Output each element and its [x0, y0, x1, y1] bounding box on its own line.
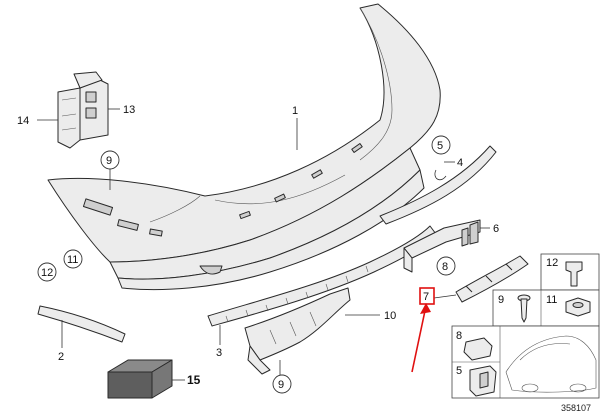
lower-reinforcement[interactable]: [244, 287, 351, 375]
car-silhouette: [505, 335, 597, 393]
callout-11-left: 11: [67, 254, 78, 266]
side-bracket[interactable]: [403, 219, 481, 273]
callout-3: 3: [216, 347, 222, 359]
callout-1: 1: [292, 105, 298, 117]
screw-part[interactable]: [517, 294, 531, 323]
callout-5-upper: 5: [437, 140, 443, 152]
callout-12-left: 12: [41, 267, 53, 279]
callout-8-circle: 8: [442, 261, 448, 273]
callout-4: 4: [457, 157, 463, 169]
callout-13: 13: [123, 104, 135, 116]
callout-2: 2: [58, 351, 64, 363]
callout-7-highlight: [419, 287, 435, 305]
diagram-reference-number: 358107: [561, 403, 591, 413]
callout-9-upper: 9: [106, 155, 112, 167]
holder-part[interactable]: [469, 365, 497, 397]
callout-8: 8: [456, 330, 462, 342]
callout-9-lower: 9: [278, 379, 284, 391]
callout-7: 7: [423, 291, 429, 303]
callout-15: 15: [187, 373, 201, 387]
callout-12: 12: [546, 257, 558, 269]
side-trim-strip[interactable]: [37, 305, 126, 343]
callout-5: 5: [456, 365, 462, 377]
tow-hook-cover[interactable]: [455, 255, 529, 303]
highlight-arrowhead: [420, 303, 431, 314]
callout-14: 14: [17, 115, 29, 127]
callout-10: 10: [384, 310, 396, 322]
reflector-strip[interactable]: [379, 145, 497, 225]
parts-package[interactable]: [107, 359, 173, 399]
mount-bracket[interactable]: [57, 71, 109, 149]
callout-6: 6: [493, 223, 499, 235]
clip-part[interactable]: [565, 261, 583, 287]
highlight-arrow: [411, 305, 427, 373]
nut-part[interactable]: [565, 297, 591, 317]
grommet-part[interactable]: [463, 337, 493, 361]
callout-11: 11: [546, 294, 557, 306]
callout-9-grid: 9: [498, 294, 504, 306]
rear-bumper-cover[interactable]: [47, 3, 441, 291]
